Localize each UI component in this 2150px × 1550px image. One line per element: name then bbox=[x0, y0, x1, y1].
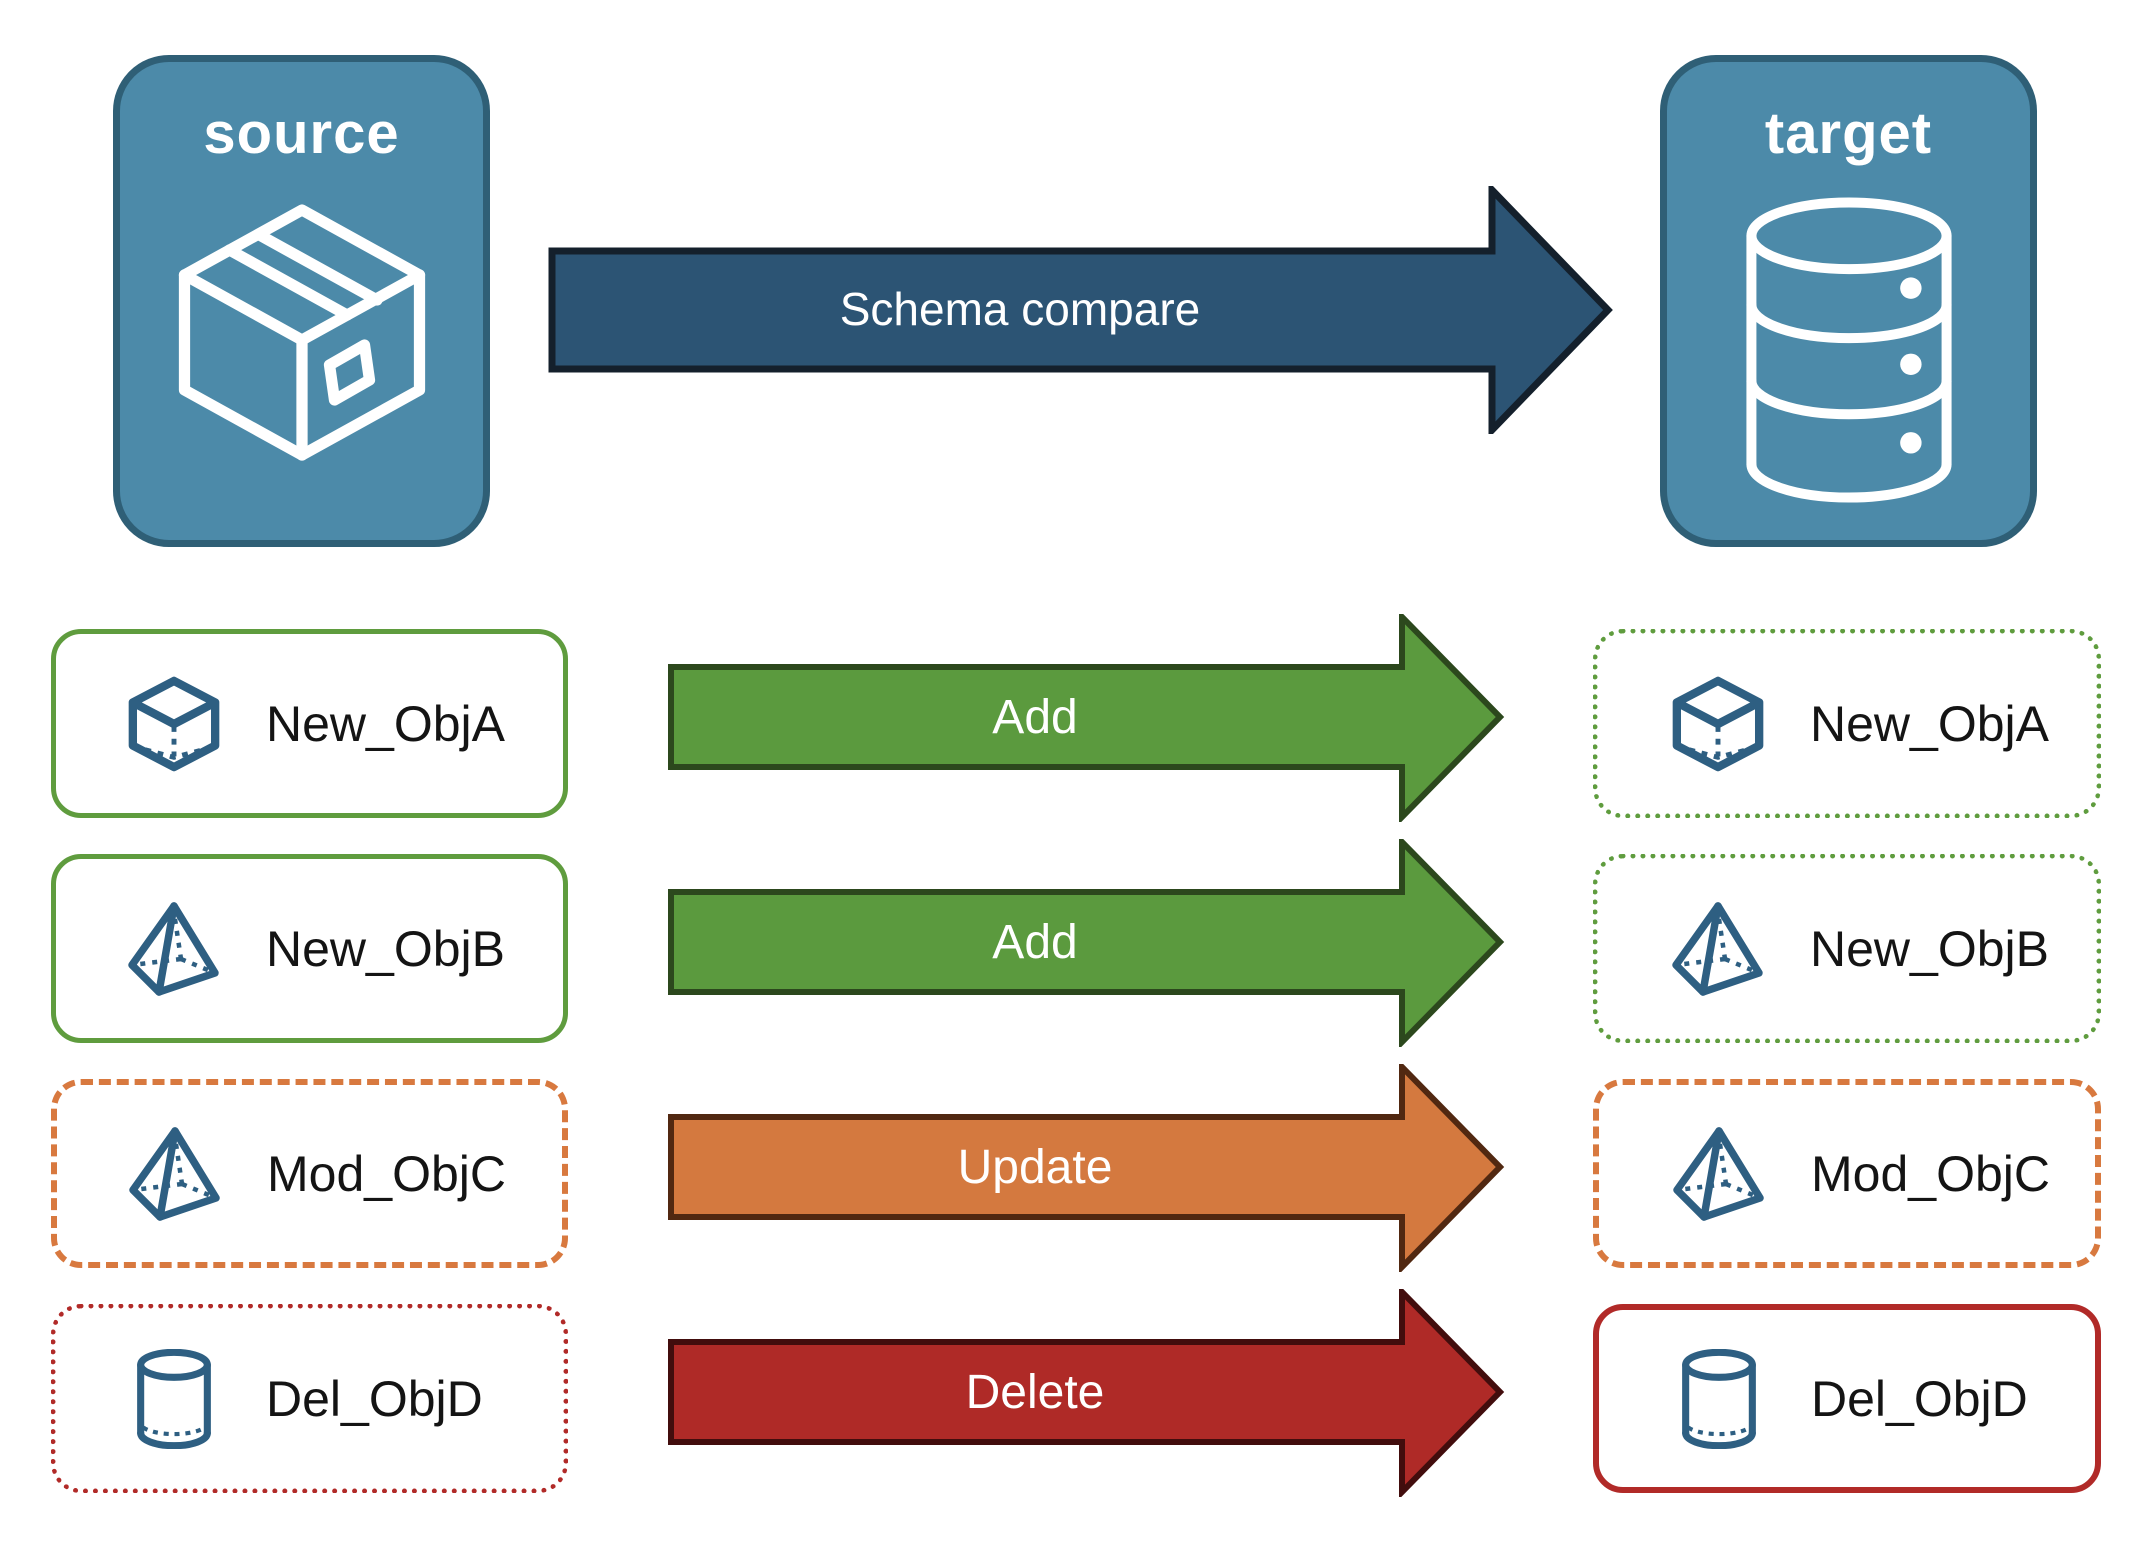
object-label: New_ObjA bbox=[266, 695, 505, 752]
source-node: source bbox=[113, 55, 490, 547]
update-arrow bbox=[668, 1064, 1505, 1272]
delete-arrow-label: Delete bbox=[965, 1365, 1105, 1419]
target-object-box-mod-objc: Mod_ObjC bbox=[1593, 1079, 2101, 1268]
object-label: Mod_ObjC bbox=[267, 1145, 506, 1202]
pyramid-icon bbox=[1662, 899, 1774, 999]
cube-icon bbox=[118, 675, 230, 773]
source-object-box-mod-objc: Mod_ObjC bbox=[51, 1079, 568, 1268]
package-icon bbox=[178, 204, 425, 461]
target-title: target bbox=[1764, 101, 1933, 166]
target-node: target bbox=[1660, 55, 2037, 547]
update-arrow-label: Update bbox=[957, 1140, 1113, 1194]
add-arrow-label: Add bbox=[992, 915, 1078, 969]
add-arrow-label: Add bbox=[992, 690, 1078, 744]
object-label: Del_ObjD bbox=[266, 1370, 483, 1427]
target-object-box-new-objb: New_ObjB bbox=[1593, 854, 2101, 1043]
cylinder-icon bbox=[1663, 1348, 1775, 1449]
source-object-box-new-obja: New_ObjA bbox=[51, 629, 568, 818]
object-label: Del_ObjD bbox=[1811, 1370, 2028, 1427]
compare-row-new-obja: New_ObjA Add New_ObjA bbox=[0, 614, 2150, 824]
delete-arrow bbox=[668, 1289, 1505, 1497]
object-label: Mod_ObjC bbox=[1811, 1145, 2050, 1202]
database-icon bbox=[1745, 197, 1952, 503]
pyramid-icon bbox=[119, 1124, 231, 1224]
pyramid-icon bbox=[1663, 1124, 1775, 1224]
object-label: New_ObjA bbox=[1810, 695, 2049, 752]
source-object-box-new-objb: New_ObjB bbox=[51, 854, 568, 1043]
schema-compare-label: Schema compare bbox=[839, 283, 1201, 335]
add-arrow bbox=[668, 839, 1505, 1047]
compare-row-new-objb: New_ObjB Add New_ObjB bbox=[0, 839, 2150, 1049]
object-label: New_ObjB bbox=[1810, 920, 2049, 977]
cylinder-icon bbox=[118, 1348, 230, 1449]
source-object-box-del-objd: Del_ObjD bbox=[51, 1304, 568, 1493]
target-object-box-del-objd: Del_ObjD bbox=[1593, 1304, 2101, 1493]
pyramid-icon bbox=[118, 899, 230, 999]
target-object-box-new-obja: New_ObjA bbox=[1593, 629, 2101, 818]
schema-compare-arrow bbox=[548, 186, 1613, 434]
source-title: source bbox=[203, 101, 400, 166]
object-label: New_ObjB bbox=[266, 920, 505, 977]
compare-row-del-objd: Del_ObjD Delete Del_ObjD bbox=[0, 1289, 2150, 1499]
cube-icon bbox=[1662, 675, 1774, 773]
add-arrow bbox=[668, 614, 1505, 822]
compare-row-mod-objc: Mod_ObjC Update Mod_ObjC bbox=[0, 1064, 2150, 1274]
